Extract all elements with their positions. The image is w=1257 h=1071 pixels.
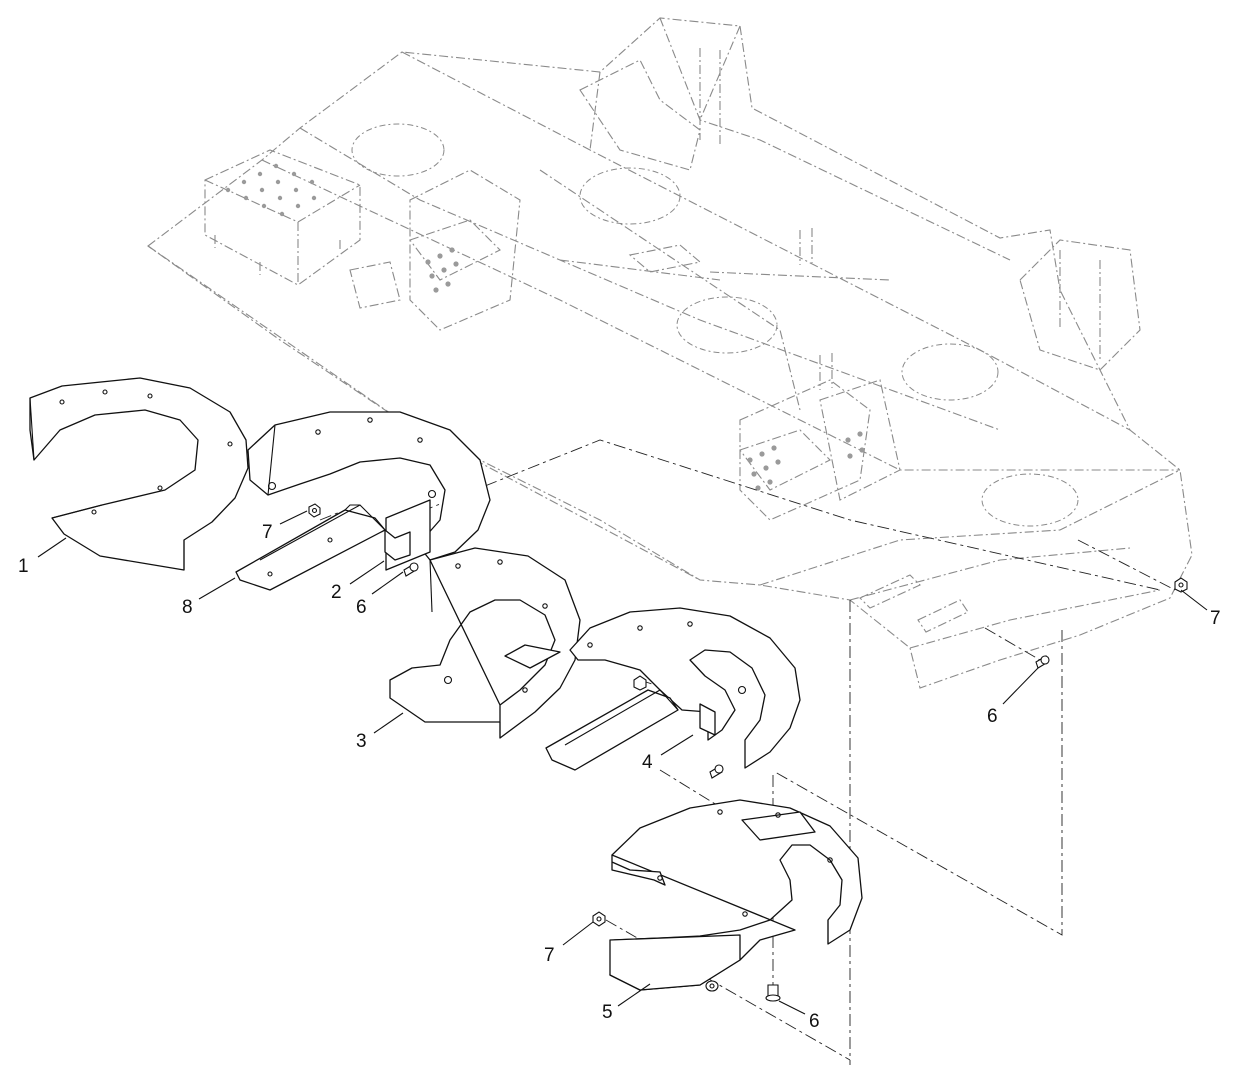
baffle-part-3 (389, 547, 581, 739)
callout-6-right: 6 (987, 706, 998, 727)
nut-7-part-4 (633, 675, 647, 691)
callout-7-right: 7 (1210, 608, 1221, 629)
callout-8: 8 (182, 597, 193, 618)
hardware-fasteners (308, 503, 1188, 1002)
baffle-part-5 (609, 799, 863, 991)
bolt-6-part-4 (709, 764, 724, 779)
callout-5: 5 (602, 1002, 613, 1023)
callout-1: 1 (18, 556, 29, 577)
callout-4: 4 (642, 752, 653, 773)
bolt-6-left (403, 562, 419, 577)
baffle-part-4 (545, 607, 801, 771)
callout-labels: 1 7 8 2 6 7 6 3 4 7 5 6 (18, 522, 1221, 1032)
callout-leaders (37, 510, 1208, 1015)
callout-7-upper-left: 7 (262, 522, 273, 543)
baffle-part-1 (29, 377, 249, 571)
nut-7-part-5 (705, 980, 719, 992)
callout-7-lower: 7 (544, 945, 555, 966)
bracket-part-8 (235, 504, 411, 591)
mower-deck-phantom (147, 17, 1193, 689)
bolt-6-lower (765, 984, 781, 1002)
nut-7-right (1174, 577, 1188, 593)
callout-6-lower: 6 (809, 1011, 820, 1032)
bracket-hole-grid-phantom (225, 163, 865, 491)
left-hitch-bracket-phantom (204, 149, 361, 286)
assembly-center-lines (319, 439, 1176, 1065)
bolt-6-right (1035, 655, 1050, 669)
nut-7-lower (592, 911, 606, 927)
nut-7-upper-left (308, 503, 321, 518)
callout-6-left: 6 (356, 597, 367, 618)
callout-2: 2 (331, 582, 342, 603)
callout-3: 3 (356, 731, 367, 752)
